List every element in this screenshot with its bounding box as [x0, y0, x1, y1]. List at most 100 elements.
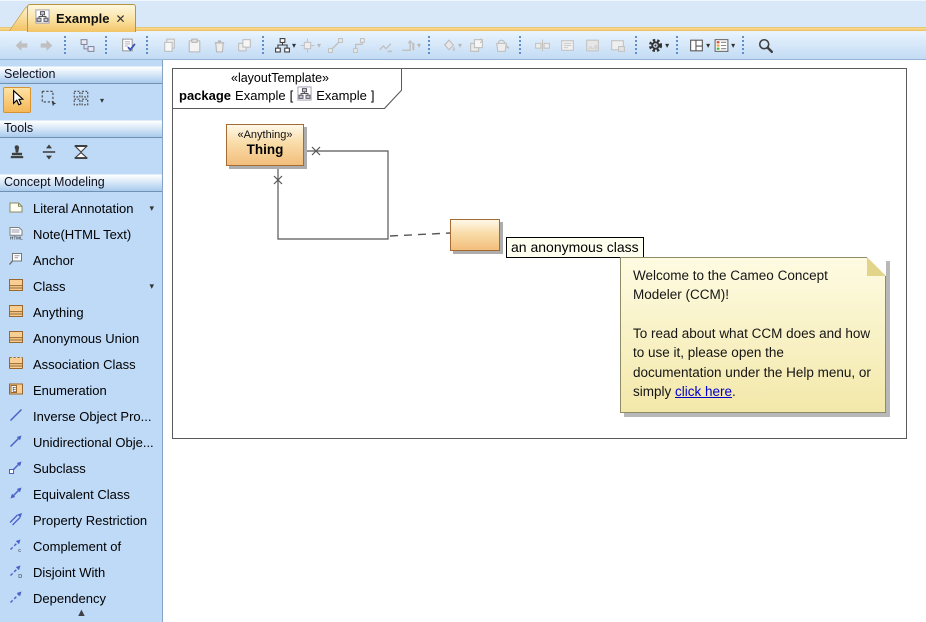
hierarchy-button[interactable]: ▾	[273, 34, 297, 56]
palette-item-property-restriction[interactable]: Property Restriction	[0, 507, 162, 533]
toolbar-group	[527, 34, 632, 56]
elbow-button	[348, 34, 372, 56]
package-name: Example	[235, 87, 286, 103]
palette-item-complement-of[interactable]: c Complement of	[0, 533, 162, 559]
dropdown-caret[interactable]: ▾	[417, 40, 422, 50]
palette-item-dependency[interactable]: Dependency	[0, 585, 162, 611]
toolbar-group-handle[interactable]	[428, 36, 433, 54]
palette-item-equivalent-class[interactable]: Equivalent Class	[0, 481, 162, 507]
click-here-link[interactable]: click here	[675, 384, 733, 400]
back-icon	[13, 37, 30, 54]
magnifier-button[interactable]	[753, 34, 777, 56]
section-header-selection[interactable]: Selection	[0, 66, 162, 84]
dropdown-caret[interactable]: ▾	[149, 202, 154, 213]
windowlayout-button[interactable]: ▾	[687, 34, 711, 56]
zigzag-button	[373, 34, 397, 56]
tool-button-row	[0, 138, 162, 170]
palette-item-anchor[interactable]: Anchor	[0, 247, 162, 273]
palette-item-inverse-object-pro[interactable]: Inverse Object Pro...	[0, 403, 162, 429]
note-paragraph-1: Welcome to the Cameo Concept Modeler (CC…	[633, 268, 828, 303]
complement-icon: c	[8, 537, 24, 556]
align-button: ▾	[298, 34, 322, 56]
enumeration-icon: E	[8, 381, 24, 400]
toolbar-group-handle[interactable]	[262, 36, 267, 54]
diagram-icon	[297, 86, 312, 104]
notecard-button	[555, 34, 579, 56]
palette-item-association-class[interactable]: Association Class	[0, 351, 162, 377]
containment-button[interactable]	[75, 34, 99, 56]
palette-scroll-up-button[interactable]	[0, 607, 162, 619]
compress-tool-button[interactable]	[67, 141, 95, 167]
gear-button[interactable]: ▾	[646, 34, 670, 56]
thing-name: Thing	[246, 142, 284, 157]
validate-button[interactable]	[116, 34, 140, 56]
anonymous-class-label[interactable]: an anonymous class	[506, 237, 644, 258]
dropdown-caret[interactable]: ▾	[292, 40, 297, 50]
toolbar-group-handle[interactable]	[64, 36, 69, 54]
windowlayout-icon	[688, 37, 705, 54]
bucket-button: ▾	[439, 34, 463, 56]
note-suffix: .	[732, 384, 736, 400]
toolbar-group	[154, 34, 259, 56]
document-tab-bar: Example	[0, 0, 926, 32]
notecard-icon	[559, 37, 576, 54]
dropdown-caret[interactable]: ▾	[731, 40, 736, 50]
toolbar-group-handle[interactable]	[519, 36, 524, 54]
toolbar-group-handle[interactable]	[635, 36, 640, 54]
pointer-tool-button[interactable]	[3, 87, 31, 113]
palette-item-subclass[interactable]: Subclass	[0, 455, 162, 481]
palette-item-anonymous-union[interactable]: Anonymous Union	[0, 325, 162, 351]
classbox-icon	[8, 329, 24, 348]
toolbar-group-handle[interactable]	[105, 36, 110, 54]
magnifier-icon	[757, 37, 774, 54]
containment-icon	[79, 37, 96, 54]
palette-item-unidirectional-obje[interactable]: Unidirectional Obje...	[0, 429, 162, 455]
marquee-icon	[40, 89, 58, 112]
palette-item-literal-annotation[interactable]: Literal Annotation▾	[0, 195, 162, 221]
multiselect-tool-button[interactable]	[67, 87, 95, 113]
trash-icon	[211, 37, 228, 54]
marquee-tool-button[interactable]	[35, 87, 63, 113]
toolbar-group-handle[interactable]	[146, 36, 151, 54]
tab-example[interactable]: Example	[27, 4, 136, 32]
toolbar-group-handle[interactable]	[676, 36, 681, 54]
dropdown-caret[interactable]: ▾	[317, 40, 322, 50]
palette-item-anything[interactable]: Anything	[0, 299, 162, 325]
diagram-canvas[interactable]: «layoutTemplate» package Example [ Examp…	[164, 60, 926, 622]
section-header-tools[interactable]: Tools	[0, 120, 162, 138]
svg-text:c: c	[18, 548, 21, 553]
classbox-icon	[8, 277, 24, 296]
diagram-name: Example	[316, 87, 367, 103]
monitor-button	[605, 34, 629, 56]
palette-item-label: Association Class	[33, 356, 136, 372]
welcome-note[interactable]: Welcome to the Cameo Concept Modeler (CC…	[620, 257, 886, 413]
palette-item-label: Note(HTML Text)	[33, 226, 132, 242]
palette-item-label: Complement of	[33, 538, 122, 554]
bracket-open: [	[289, 87, 294, 103]
section-header-concept-modeling[interactable]: Concept Modeling	[0, 174, 162, 192]
anonymous-class[interactable]	[450, 219, 500, 251]
distribute-tool-button[interactable]	[35, 141, 63, 167]
diagram-frame: «layoutTemplate» package Example [ Examp…	[172, 68, 907, 439]
tab-close-icon[interactable]	[115, 13, 125, 25]
dropdown-caret[interactable]: ▾	[706, 40, 711, 50]
palette-item-class[interactable]: Class▾	[0, 273, 162, 299]
stamp-tool-button[interactable]	[3, 141, 31, 167]
dropdown-caret[interactable]: ▾	[665, 40, 670, 50]
listopts-button[interactable]: ▾	[712, 34, 736, 56]
dropdown-caret[interactable]: ▾	[458, 40, 463, 50]
palette-item-disjoint-with[interactable]: D Disjoint With	[0, 559, 162, 585]
dropdown-caret[interactable]: ▾	[100, 95, 105, 105]
monitor-icon	[609, 37, 626, 54]
class-thing[interactable]: «Anything» Thing	[226, 124, 304, 166]
toolbar-group-handle[interactable]	[742, 36, 747, 54]
svg-text:D: D	[18, 574, 22, 579]
tab-bar-accent-strip	[0, 27, 926, 32]
compress2-button	[530, 34, 554, 56]
thing-stereotype: «Anything»	[237, 129, 293, 141]
palette-item-label: Disjoint With	[33, 564, 106, 580]
dropdown-caret[interactable]: ▾	[149, 280, 154, 291]
